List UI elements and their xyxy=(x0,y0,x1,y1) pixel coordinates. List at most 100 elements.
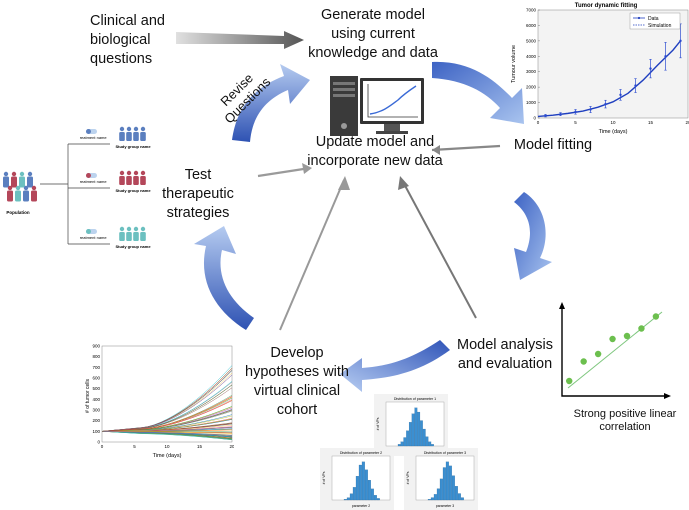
data-point xyxy=(664,55,667,58)
data-point xyxy=(559,112,562,116)
cohort-chart-ylabel: # of tumor cells xyxy=(85,379,91,413)
scatter-point xyxy=(623,332,631,340)
histogram-bar xyxy=(352,487,356,501)
histogram-bar xyxy=(355,476,359,501)
histogram-bar xyxy=(451,475,455,501)
cohort-trajectory xyxy=(101,431,233,440)
population-icon: Population xyxy=(3,171,37,215)
person-body xyxy=(126,232,132,241)
tumor-xtick: 20 xyxy=(685,120,689,125)
person-icon xyxy=(140,226,146,232)
data-point xyxy=(574,110,577,114)
pill-icon-half xyxy=(86,229,91,234)
person-body xyxy=(133,132,139,141)
person-body xyxy=(15,190,21,202)
person-icon xyxy=(140,170,146,176)
pill-icon-half xyxy=(86,173,91,178)
histogram-bar xyxy=(411,413,415,447)
person-icon xyxy=(3,171,9,177)
treatment-label: Treatment name xyxy=(80,135,107,140)
histogram-bar xyxy=(367,480,371,501)
person-body xyxy=(31,190,37,202)
cohort-ytick: 200 xyxy=(92,418,100,423)
histogram-bar xyxy=(454,486,458,501)
histogram-bar xyxy=(460,497,464,501)
connector-analysis-to-update xyxy=(401,179,477,319)
tumor-xtick: 15 xyxy=(648,120,654,125)
model-fitting-label: Model fitting xyxy=(513,137,593,153)
histogram-bar xyxy=(370,488,374,501)
histogram-bar xyxy=(361,461,365,501)
correlation-scatter xyxy=(559,302,671,399)
model-analysis-label: Model analysis and evaluation xyxy=(457,337,553,372)
histogram-ylabel: # of VPs xyxy=(406,471,410,484)
person-icon xyxy=(31,185,37,191)
histogram-bar xyxy=(420,420,423,447)
scatter-point xyxy=(652,313,660,320)
legend-data-label: Data xyxy=(648,16,659,22)
histogram-bar xyxy=(343,499,347,501)
person-body xyxy=(27,176,33,188)
histogram-bar xyxy=(349,493,353,501)
data-point xyxy=(634,84,637,87)
histogram-bar xyxy=(417,411,421,447)
person-icon xyxy=(27,171,33,177)
histogram-bar xyxy=(400,441,404,447)
histogram-bar xyxy=(422,428,426,447)
tumor-chart-title: Tumor dynamic fitting xyxy=(575,3,638,9)
person-icon xyxy=(119,126,125,132)
cohort-ytick: 900 xyxy=(92,344,100,349)
cohort-xtick: 10 xyxy=(164,444,170,449)
cohort-xtick: 20 xyxy=(229,444,234,449)
data-point xyxy=(544,114,547,117)
histogram-title: Distribution of parameter 2 xyxy=(340,451,382,455)
cohort-ytick: 700 xyxy=(92,365,100,370)
histogram-bar xyxy=(428,441,432,447)
person-body xyxy=(140,176,146,185)
connector-test-to-update xyxy=(257,166,311,178)
population-label: Population xyxy=(6,210,29,215)
histogram-bar xyxy=(358,464,362,501)
scatter-point xyxy=(638,325,645,332)
develop-hypotheses-label: Develop hypotheses with virtual clinical… xyxy=(245,345,349,418)
histogram-bar xyxy=(457,493,461,501)
person-icon xyxy=(140,126,146,132)
connector-fitting-to-update xyxy=(431,144,501,152)
data-point xyxy=(649,67,652,70)
tumor-ytick: 4000 xyxy=(526,54,537,59)
histogram-bar xyxy=(408,422,412,447)
tumor-ytick: 5000 xyxy=(526,38,537,43)
person-body xyxy=(3,176,9,188)
histogram-ylabel: # of VPs xyxy=(376,417,380,430)
person-body xyxy=(140,232,146,241)
histogram-title: Distribution of parameter 1 xyxy=(394,397,436,401)
cohort-ytick: 300 xyxy=(92,408,100,413)
tumor-ytick: 3000 xyxy=(526,69,537,74)
cohort-xtick: 15 xyxy=(197,444,203,449)
cohort-ytick: 600 xyxy=(92,376,100,381)
population-tree xyxy=(40,143,110,245)
cohort-trajectory xyxy=(101,431,233,441)
person-icon xyxy=(133,126,139,132)
scatter-point xyxy=(594,350,602,358)
test-strategies-label: Test therapeutic strategies xyxy=(162,167,234,221)
histogram-parameter-1: Distribution of parameter 1# of VPsparam… xyxy=(374,394,448,456)
cohort-trajectory xyxy=(102,429,233,432)
histogram-parameter-2: Distribution of parameter 2# of VPsparam… xyxy=(320,448,394,510)
arrow-analysis-to-develop xyxy=(340,340,450,392)
data-point xyxy=(679,39,682,43)
scatter-point xyxy=(566,377,573,385)
generate-model-label: Generate model using current knowledge a… xyxy=(308,7,438,61)
data-point xyxy=(589,108,592,111)
correlation-label: Strong positive linear correlation xyxy=(573,408,677,433)
simulation-line xyxy=(537,40,682,118)
histogram-bar xyxy=(430,497,434,501)
arrow-fitting-to-analysis xyxy=(514,192,552,280)
cohort-trajectory xyxy=(101,370,233,432)
cohort-ytick: 800 xyxy=(92,354,100,359)
cohort-ytick: 500 xyxy=(92,386,100,391)
person-body xyxy=(133,232,139,241)
arrow-develop-to-test xyxy=(194,226,254,330)
